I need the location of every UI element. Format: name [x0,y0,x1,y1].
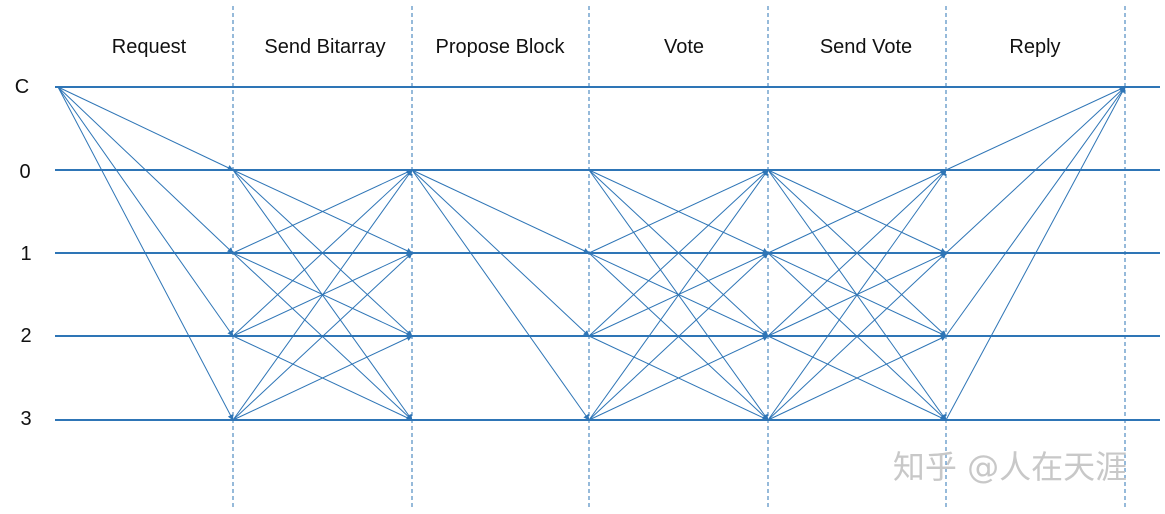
node-timelines [55,86,1160,421]
message-arrow [588,169,769,254]
message-arrow [945,86,1126,254]
message-arrow [767,169,947,337]
node-label-2: 2 [20,325,31,347]
message-arrow [232,252,413,421]
message-arrow [767,252,947,421]
message-arrow [411,169,590,337]
message-arrow [411,169,590,421]
message-arrow [945,86,1126,171]
phase-label-send-vote: Send Vote [820,36,912,58]
message-arrow [588,169,769,337]
message-arrow [588,169,769,421]
node-label-0: 0 [19,161,30,183]
watermark: 知乎 @人在天涯 [893,448,1127,486]
phase-label-propose-block: Propose Block [436,36,566,58]
message-arrow [232,335,413,421]
node-label-1: 1 [20,243,31,265]
message-arrow [588,335,769,421]
phase-label-send-bitarray: Send Bitarray [264,36,385,58]
message-arrow [57,86,234,337]
message-arrow [767,169,947,421]
message-arrow [57,86,234,171]
message-arrow [57,86,234,421]
message-arrow [767,169,947,254]
message-arrow [945,86,1126,421]
message-arrow [411,169,590,254]
phase-dividers [232,6,1126,508]
message-arrow [57,86,234,254]
message-arrow [232,169,413,421]
message-arrow [945,86,1126,337]
message-arrows [57,86,1126,421]
phase-label-request: Request [112,36,187,58]
node-label-c: C [15,76,29,98]
phase-label-vote: Vote [664,36,704,58]
message-arrow [232,169,413,337]
message-arrow [588,252,769,421]
phase-label-reply: Reply [1009,36,1060,58]
message-arrow [232,169,413,254]
message-arrow [767,335,947,421]
node-label-3: 3 [20,408,31,430]
